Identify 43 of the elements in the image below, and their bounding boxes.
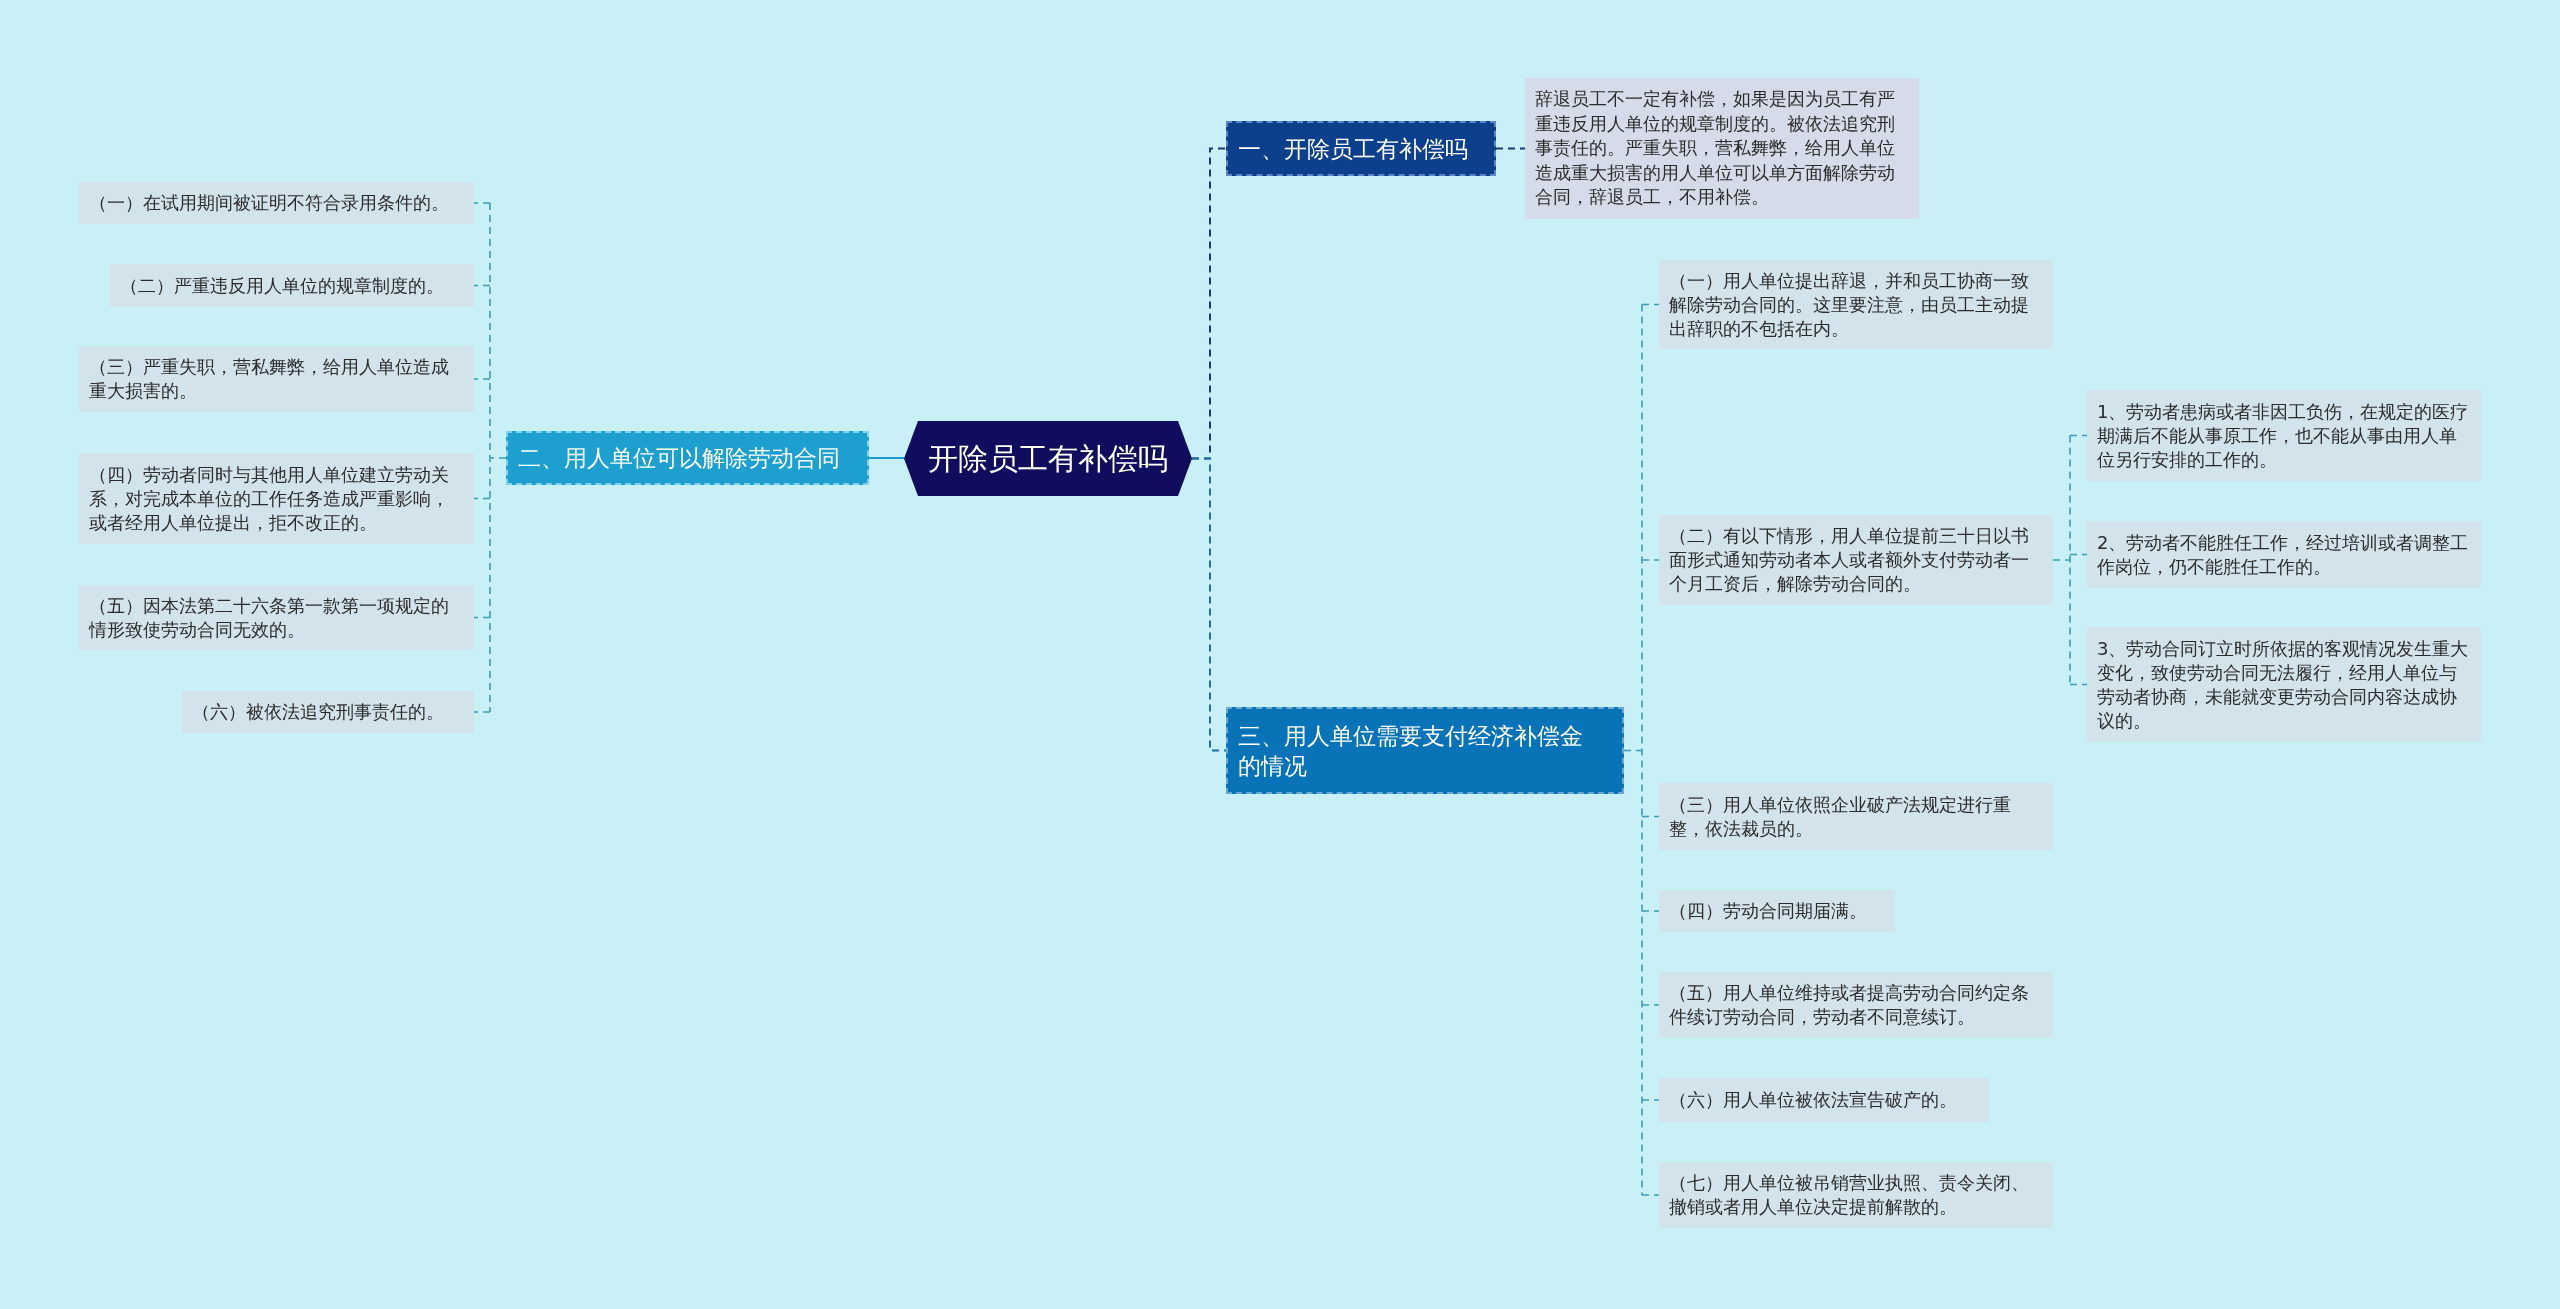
connector-line — [1191, 457, 1227, 752]
connector-line — [489, 202, 507, 713]
branch-topic: 一、开除员工有补偿吗 — [1226, 121, 1496, 176]
connector-line — [473, 711, 491, 713]
branch-topic: 二、用人单位可以解除劳动合同 — [506, 431, 869, 485]
connector-line — [473, 616, 491, 619]
connector-line — [2052, 434, 2071, 686]
connector-line — [1641, 1194, 1660, 1196]
connector-line — [868, 457, 905, 459]
connector-line — [1495, 147, 1526, 150]
connector-line — [2069, 553, 2088, 556]
subtopic-card: 3、劳动合同订立时所依据的客观情况发生重大变化，致使劳动合同无法履行，经用人单位与劳动者协商，未能就变更劳动合同内容达成协议的。 — [2087, 627, 2481, 742]
connector-line — [473, 497, 491, 500]
central-topic: 开除员工有补偿吗 — [904, 421, 1192, 496]
connector-line — [1641, 1004, 1660, 1006]
subtopic-card: （一）用人单位提出辞退，并和员工协商一致解除劳动合同的。这里要注意，由员工主动提出辞职的不包括在内。 — [1659, 260, 2053, 349]
subtopic-card: （三）严重失职，营私舞弊，给用人单位造成重大损害的。 — [79, 346, 474, 412]
subtopic-card: （四）劳动合同期届满。 — [1659, 890, 1895, 932]
connector-line — [1623, 303, 1643, 1196]
connector-line — [1641, 815, 1660, 818]
connector-line — [473, 378, 491, 380]
subtopic-card: （六）用人单位被依法宣告破产的。 — [1659, 1078, 1989, 1122]
subtopic-card: （二）有以下情形，用人单位提前三十日以书面形式通知劳动者本人或者额外支付劳动者一个月工资后，解除劳动合同的。 — [1659, 515, 2053, 605]
connector-line — [1641, 910, 1660, 912]
subtopic-card: （四）劳动者同时与其他用人单位建立劳动关系，对完成本单位的工作任务造成严重影响，或者经用人单位提出，拒不改正的。 — [79, 453, 474, 544]
connector-line — [473, 202, 491, 204]
subtopic-card: （五）因本法第二十六条第一款第一项规定的情形致使劳动合同无效的。 — [79, 585, 474, 650]
subtopic-card: 2、劳动者不能胜任工作，经过培训或者调整工作岗位，仍不能胜任工作的。 — [2087, 521, 2481, 588]
connector-line — [2069, 683, 2088, 686]
subtopic-card: （三）用人单位依照企业破产法规定进行重整，依法裁员的。 — [1659, 783, 2053, 850]
connector-line — [473, 284, 491, 287]
connector-line — [2069, 434, 2088, 437]
branch-topic: 三、用人单位需要支付经济补偿金的情况 — [1226, 707, 1624, 794]
subtopic-card: （一）在试用期间被证明不符合录用条件的。 — [79, 182, 474, 224]
subtopic-card: 1、劳动者患病或者非因工负伤，在规定的医疗期满后不能从事原工作，也不能从事由用人单位另行安排的工作的。 — [2087, 390, 2481, 481]
connector-line — [1641, 1099, 1660, 1101]
connector-line — [1641, 559, 1660, 561]
connector-line — [1641, 303, 1660, 306]
subtopic-card: （六）被依法追究刑事责任的。 — [182, 691, 474, 733]
subtopic-card: （二）严重违反用人单位的规章制度的。 — [110, 264, 474, 307]
subtopic-card: （五）用人单位维持或者提高劳动合同约定条件续订劳动合同，劳动者不同意续订。 — [1659, 972, 2053, 1038]
subtopic-card: （七）用人单位被吊销营业执照、责令关闭、撤销或者用人单位决定提前解散的。 — [1659, 1162, 2053, 1228]
note-card: 辞退员工不一定有补偿，如果是因为员工有严重违反用人单位的规章制度的。被依法追究刑事责任的。严重失职，营私舞弊，给用人单位造成重大损害的用人单位可以单方面解除劳动合同，辞退员工，不用补偿。 — [1525, 78, 1919, 219]
